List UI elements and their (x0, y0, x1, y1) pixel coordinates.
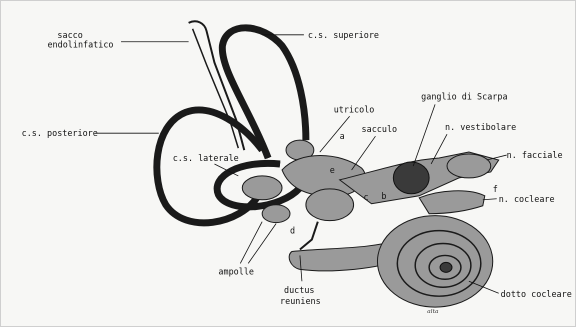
artist-signature: alta (427, 308, 439, 315)
cochlear-nerve (419, 191, 485, 214)
label-reuniens: reuniens (280, 296, 321, 306)
labyrinth-drawing (157, 21, 499, 307)
letter-d: d (290, 226, 295, 236)
letter-e: e (330, 165, 335, 175)
ductus-reuniens (300, 222, 318, 250)
label-n-facciale: n. facciale (507, 150, 563, 160)
label-ampolle: ampolle (218, 266, 254, 276)
label-n-vestibolare: n. vestibolare (445, 122, 516, 132)
ampulla-lateral (242, 176, 282, 200)
label-cs-superiore: c.s. superiore (308, 30, 379, 40)
facial-nerve (447, 154, 491, 178)
letter-c: c (364, 192, 369, 202)
label-cs-laterale: c.s. laterale (173, 153, 239, 163)
label-endolinfatico: endolinfatico (47, 40, 113, 50)
ampulla-posterior (262, 205, 290, 223)
cochlea (377, 216, 492, 307)
letter-f: f (493, 184, 498, 194)
label-n-cocleare: n. cocleare (499, 194, 555, 204)
label-sacculo: sacculo (362, 124, 398, 134)
label-cs-posteriore: c.s. posteriore (22, 128, 98, 138)
letter-b: b (381, 191, 386, 201)
letter-a: a (340, 131, 345, 141)
label-utricolo: utricolo (334, 104, 375, 114)
label-dotto-cocleare: dotto cocleare (501, 289, 572, 299)
label-ductus: ductus (284, 285, 314, 295)
saccule (306, 189, 354, 221)
scarpa-ganglion (393, 162, 429, 194)
label-ganglio-scarpa: ganglio di Scarpa (421, 91, 507, 101)
label-sacco: sacco (57, 30, 82, 40)
